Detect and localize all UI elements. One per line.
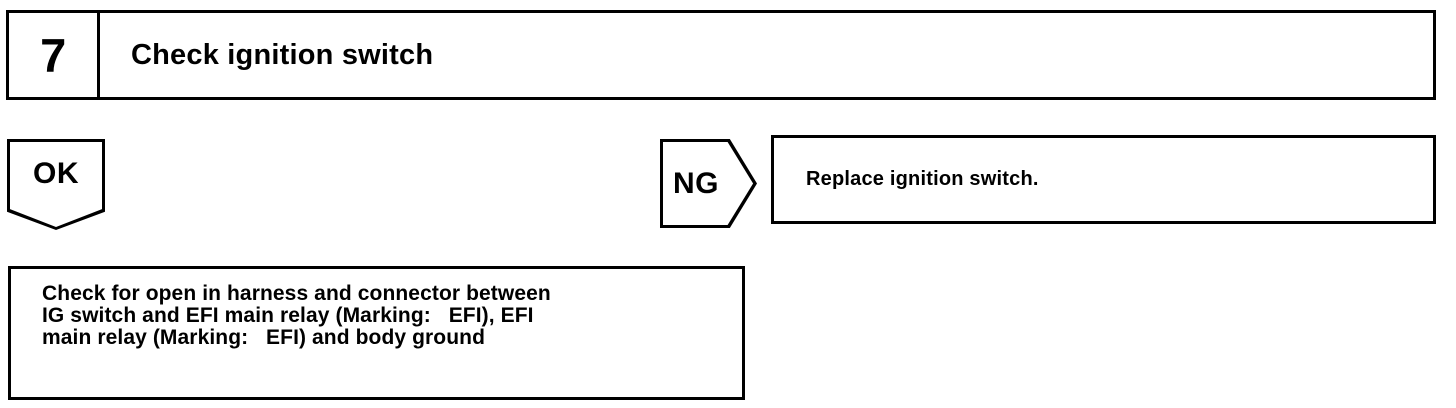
badge-ng: NG	[660, 139, 757, 228]
step-title: Check ignition switch	[131, 38, 434, 71]
step-number: 7	[40, 28, 66, 82]
badge-ng-label: NG	[673, 166, 719, 200]
badge-ok: OK	[7, 139, 105, 230]
result-line: main relay (Marking: EFI) and body groun…	[42, 326, 486, 349]
step-number-cell: 7	[9, 13, 100, 97]
step-title-cell: Check ignition switch	[100, 13, 1433, 97]
ok-result-box: Check for open in harness and connector …	[8, 266, 745, 400]
result-line: Check for open in harness and connector …	[42, 282, 551, 305]
result-line: IG switch and EFI main relay (Marking: E…	[42, 304, 534, 327]
badge-ok-label: OK	[33, 157, 79, 190]
ng-action-text: Replace ignition switch.	[806, 168, 1039, 190]
badge-ok-inner	[10, 142, 102, 227]
step-header: 7 Check ignition switch	[6, 10, 1436, 100]
ng-action-box: Replace ignition switch.	[771, 135, 1436, 224]
